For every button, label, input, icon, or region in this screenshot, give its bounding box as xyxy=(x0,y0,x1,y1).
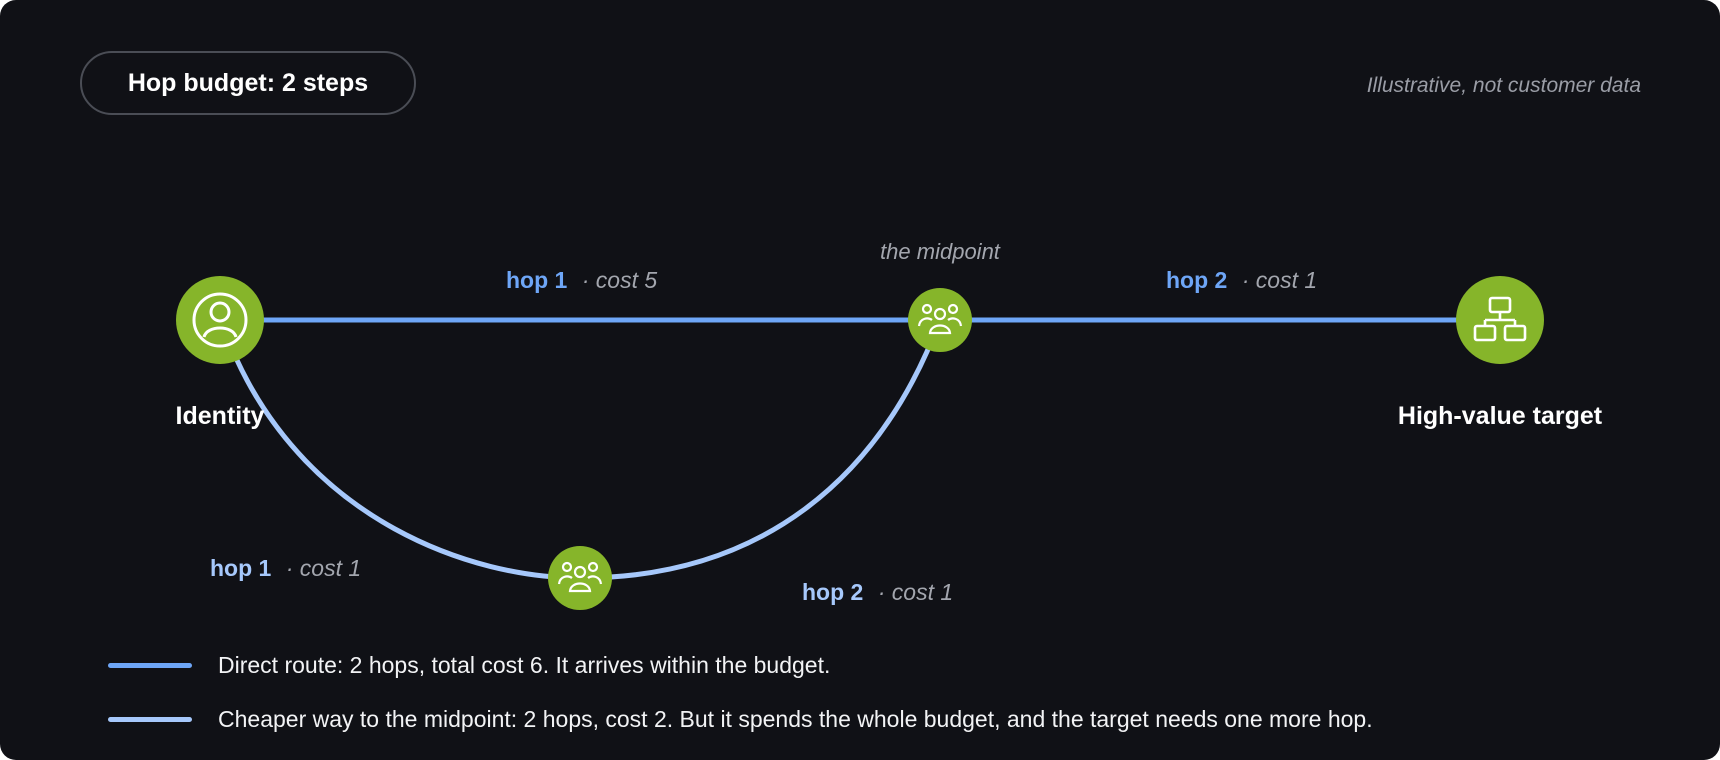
direct-hop2-hop: hop 2 xyxy=(1166,267,1227,293)
group-icon xyxy=(917,303,963,335)
hop-budget-badge: Hop budget: 2 steps xyxy=(80,51,416,115)
hop-budget-label: Hop budget: 2 steps xyxy=(127,68,369,97)
user-icon xyxy=(192,292,248,348)
cheap-hop1-hop: hop 1 xyxy=(210,555,272,581)
network-icon xyxy=(1473,296,1527,342)
target-label: High-value target xyxy=(1398,402,1603,430)
legend-cheap-swatch xyxy=(108,717,192,722)
legend-cheap-route: Cheaper way to the midpoint: 2 hops, cos… xyxy=(108,706,1373,733)
disclaimer-note: Illustrative, not customer data xyxy=(1366,74,1641,97)
direct-hop2-label: hop 2 · cost 1 xyxy=(1166,267,1317,293)
direct-hop1-hop: hop 1 xyxy=(506,267,568,293)
legend-direct-text: Direct route: 2 hops, total cost 6. It a… xyxy=(218,652,831,678)
cheap-hop1-cost: · cost 1 xyxy=(286,555,361,581)
cheap-route-edge xyxy=(233,319,943,581)
target-node xyxy=(1456,276,1544,364)
legend-direct-route: Direct route: 2 hops, total cost 6. It a… xyxy=(108,652,830,679)
cheap-hop1-label: hop 1 · cost 1 xyxy=(210,555,361,581)
cheap-hop2-label: hop 2 · cost 1 xyxy=(802,579,953,605)
identity-node xyxy=(176,276,264,364)
cheap-hop2-cost: · cost 1 xyxy=(878,579,953,605)
legend-direct-swatch xyxy=(108,663,192,668)
cheap-hop2-hop: hop 2 xyxy=(802,579,863,605)
midpoint-node xyxy=(908,288,972,352)
direct-hop1-label: hop 1 · cost 5 xyxy=(506,267,657,293)
group-icon xyxy=(557,561,603,593)
midpoint-label: the midpoint xyxy=(880,239,1001,264)
legend-cheap-text: Cheaper way to the midpoint: 2 hops, cos… xyxy=(218,706,1373,732)
intermediate-node xyxy=(548,546,612,610)
direct-hop2-cost: · cost 1 xyxy=(1242,267,1317,293)
direct-hop1-cost: · cost 5 xyxy=(582,267,658,293)
identity-label: Identity xyxy=(176,402,265,430)
